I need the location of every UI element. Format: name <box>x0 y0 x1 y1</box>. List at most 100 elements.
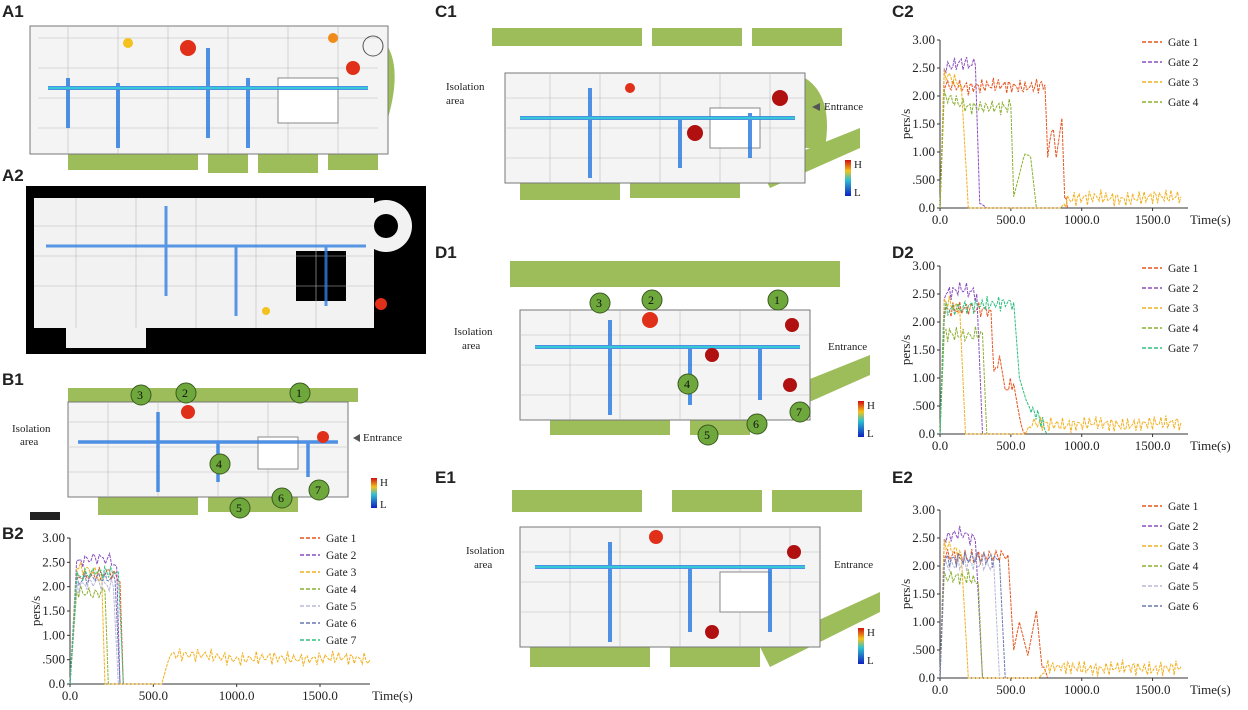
gate-marker-1 <box>767 289 789 311</box>
gate-marker-5-label: 5 <box>236 501 242 515</box>
legend-label: Gate 1 <box>1168 263 1199 275</box>
y-tick-label: 2.00 <box>912 314 935 329</box>
panel-label-c1: C1 <box>435 2 457 21</box>
heat-scale-low: L <box>854 187 861 199</box>
gate-marker-2 <box>175 382 197 404</box>
y-tick-label: .500 <box>912 172 935 187</box>
gate-marker-7 <box>308 479 330 501</box>
x-tick-label: 500.0 <box>996 682 1025 697</box>
legend-label: Gate 2 <box>1168 521 1199 533</box>
panel-label-a1: A1 <box>2 2 24 21</box>
gate-marker-7 <box>789 401 811 423</box>
y-tick-label: 0.0 <box>919 426 935 441</box>
y-axis-label: pers/s <box>898 579 913 609</box>
y-tick-label: 2.50 <box>912 530 935 545</box>
gate-marker-7-label: 7 <box>796 405 802 419</box>
legend-label: Gate 4 <box>1168 561 1199 573</box>
x-tick-label: 500.0 <box>996 212 1025 227</box>
series-line-gate-6 <box>69 570 121 685</box>
isolation-label-line1: Isolation <box>12 423 51 435</box>
map-c1-figure: Isolation area Entrance H L <box>446 28 863 200</box>
map-d1: 3 2 1 4 5 6 7 Isolation area Entrance H … <box>440 255 890 460</box>
y-tick-label: 2.50 <box>912 286 935 301</box>
y-tick-label: 1.50 <box>912 342 935 357</box>
heat-scale-high: H <box>854 159 862 171</box>
map-b1: 3 2 1 4 5 6 7 Isolation area Entrance H … <box>8 382 408 522</box>
x-tick-label: 1500.0 <box>1135 682 1171 697</box>
y-tick-label: 2.50 <box>42 554 65 569</box>
series-line-gate-3 <box>939 69 1182 209</box>
gate-marker-6 <box>271 487 293 509</box>
gate-marker-5-label: 5 <box>704 428 710 442</box>
y-tick-label: 0.0 <box>49 676 65 691</box>
gate-marker-1 <box>289 382 311 404</box>
x-tick-label: 1500.0 <box>1135 212 1171 227</box>
map-a2-figure <box>26 186 426 354</box>
y-tick-label: 1.50 <box>42 603 65 618</box>
gate-marker-5 <box>229 497 251 519</box>
gate-marker-6 <box>746 413 768 435</box>
heat-scale-bar <box>371 478 377 508</box>
entrance-label: Entrance <box>363 432 402 444</box>
panel-label-e1: E1 <box>435 468 456 487</box>
map-a1-figure <box>29 25 395 173</box>
gate-marker-6-label: 6 <box>278 491 284 505</box>
y-tick-label: 3.00 <box>912 502 935 517</box>
isolation-label-line1: Isolation <box>446 81 485 93</box>
y-tick-label: 3.00 <box>912 258 935 273</box>
legend-label: Gate 7 <box>1168 343 1199 355</box>
series-line-gate-1 <box>939 301 1026 435</box>
heat-scale-high: H <box>867 400 875 412</box>
map-c1: Isolation area Entrance H L <box>440 18 890 218</box>
panel-label-b1: B1 <box>2 370 24 389</box>
y-tick-label: 1.50 <box>912 586 935 601</box>
legend-label: Gate 6 <box>1168 601 1199 613</box>
gate-marker-4 <box>209 453 231 475</box>
panel-label-c2: C2 <box>892 2 914 21</box>
x-tick-label: 1000.0 <box>1064 212 1100 227</box>
y-tick-label: 2.00 <box>42 579 65 594</box>
heat-scale-low: L <box>380 499 387 511</box>
series-line-gate-7 <box>69 564 124 685</box>
series-line-gate-4 <box>939 569 983 679</box>
series-line-gate-5 <box>939 296 1049 435</box>
gate-marker-1-label: 1 <box>774 293 780 307</box>
series-line-gate-3 <box>939 295 1182 435</box>
series-line-gate-2 <box>939 56 988 209</box>
legend-label: Gate 2 <box>326 550 357 562</box>
y-axis-label: pers/s <box>28 596 43 626</box>
legend-label: Gate 4 <box>1168 97 1199 109</box>
series-line-gate-3 <box>69 562 371 685</box>
x-tick-label: 1000.0 <box>219 688 255 703</box>
x-tick-label: 0.0 <box>932 438 948 453</box>
x-tick-label: 1500.0 <box>1135 438 1171 453</box>
series-line-gate-2 <box>939 525 983 679</box>
legend-label: Gate 1 <box>1168 37 1199 49</box>
y-tick-label: 0.0 <box>919 670 935 685</box>
legend-label: Gate 4 <box>326 584 357 596</box>
legend-label: Gate 3 <box>1168 303 1199 315</box>
y-tick-label: .500 <box>912 398 935 413</box>
legend-label: Gate 3 <box>326 567 357 579</box>
y-tick-label: 1.00 <box>912 144 935 159</box>
x-tick-label: 500.0 <box>139 688 168 703</box>
gate-marker-2-label: 2 <box>648 293 654 307</box>
gate-marker-3-label: 3 <box>596 296 602 310</box>
map-e1: Isolation area Entrance H L <box>440 482 890 692</box>
series-line-gate-1 <box>939 549 1049 679</box>
x-axis-label: Time(s) <box>1190 438 1231 453</box>
y-tick-label: 3.00 <box>912 32 935 47</box>
legend-label: Gate 1 <box>1168 501 1199 513</box>
legend-label: Gate 7 <box>326 635 357 647</box>
heat-scale-high: H <box>380 477 388 489</box>
y-tick-label: 2.00 <box>912 558 935 573</box>
map-a2 <box>26 186 426 354</box>
